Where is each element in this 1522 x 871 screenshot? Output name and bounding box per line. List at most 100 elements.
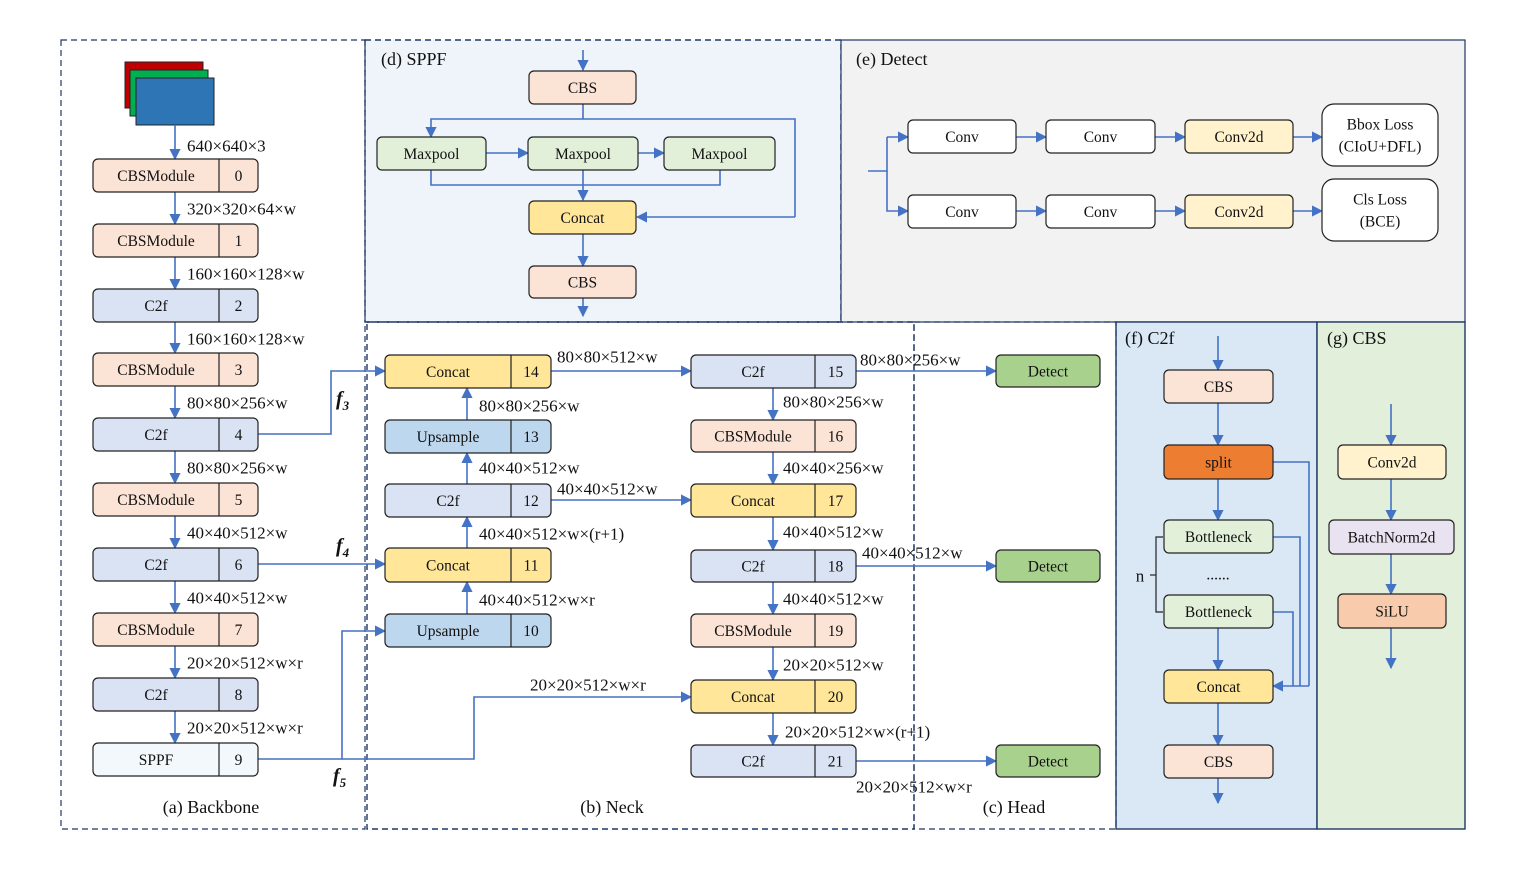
backbone-layer-7-box xyxy=(92,612,259,647)
c2f-concat: Concat xyxy=(1163,669,1274,704)
sppf-maxpool-3-label: Maxpool xyxy=(692,146,748,163)
connection-lines xyxy=(169,50,1397,805)
cbs-silu-box xyxy=(1337,593,1447,629)
backbone-dim-7: 20×20×512×w×r xyxy=(187,654,303,673)
input-dim: 640×640×3 xyxy=(187,137,266,156)
detect-conv-1b: Conv xyxy=(1045,119,1156,154)
dim-10-11: 40×40×512×w×r xyxy=(479,591,595,610)
cbs-conv2d: Conv2d xyxy=(1337,444,1447,480)
bbox-loss: Bbox Loss(CIoU+DFL) xyxy=(1321,103,1439,167)
detect-conv2d-1-box xyxy=(1184,119,1294,154)
neck-node-16-name: CBSModule xyxy=(714,429,792,446)
backbone-layer-4-index: 4 xyxy=(235,427,243,444)
backbone-layer-4-box xyxy=(92,417,259,452)
c2f-split-box xyxy=(1163,444,1274,480)
neck-node-14-index: 14 xyxy=(523,364,539,381)
cbs-conv2d-box xyxy=(1337,444,1447,480)
detect-conv-2a: Conv xyxy=(907,194,1017,229)
detect-conv-1b-label: Conv xyxy=(1084,129,1118,146)
sppf-cbs-bottom-label: CBS xyxy=(568,275,597,292)
neck-node-12-box xyxy=(384,483,552,518)
head-detect-2-label: Detect xyxy=(1028,559,1069,576)
dim-19-20: 20×20×512×w xyxy=(783,656,884,675)
backbone-layer-0-name: CBSModule xyxy=(117,168,195,185)
dim-15-detect: 80×80×256×w xyxy=(860,351,961,370)
backbone-layer-7-index: 7 xyxy=(235,622,243,639)
backbone-layer-9-index: 9 xyxy=(235,752,243,769)
backbone-layer-2-box xyxy=(92,288,259,323)
section-title-sppf: (d) SPPF xyxy=(381,49,447,70)
dim-13-14: 80×80×256×w xyxy=(479,397,580,416)
sppf-cbs-top-box xyxy=(528,70,637,105)
backbone-layer-4: C2f 4 xyxy=(92,417,259,452)
neck-node-13-index: 13 xyxy=(523,429,539,446)
neck-node-15-index: 15 xyxy=(828,364,844,381)
detect-conv2d-2-box xyxy=(1184,194,1294,229)
backbone-layer-0-box xyxy=(92,158,259,193)
detect-conv-1a-label: Conv xyxy=(945,129,979,146)
dim-15-16: 80×80×256×w xyxy=(783,393,884,412)
neck-node-20-index: 20 xyxy=(828,689,844,706)
detect-conv-2b-label: Conv xyxy=(1084,204,1118,221)
c2f-cbs-top-label: CBS xyxy=(1204,379,1233,396)
neck-node-21-index: 21 xyxy=(828,754,844,771)
c2f-bottleneck-n-box xyxy=(1163,594,1274,629)
head-detect-1-box xyxy=(995,354,1101,388)
feature-f4: f4 xyxy=(336,535,350,560)
detect-conv2d-1: Conv2d xyxy=(1184,119,1294,154)
backbone-dim-6: 40×40×512×w xyxy=(187,589,288,608)
section-title-cbs: (g) CBS xyxy=(1327,328,1387,349)
neck-node-20-name: Concat xyxy=(731,689,776,706)
backbone-layer-4-name: C2f xyxy=(144,427,168,444)
backbone-dim-5: 40×40×512×w xyxy=(187,524,288,543)
backbone-layer-8-box xyxy=(92,677,259,712)
backbone-layer-3-box xyxy=(92,352,259,387)
backbone-layer-9: SPPF 9 xyxy=(92,742,259,777)
detect-conv-1a: Conv xyxy=(907,119,1017,154)
neck-node-11-index: 11 xyxy=(524,558,539,575)
neck-node-14-box xyxy=(384,354,552,389)
backbone-layer-8-name: C2f xyxy=(144,687,168,704)
feature-f5: f5 xyxy=(333,765,347,790)
backbone-layer-9-name: SPPF xyxy=(139,752,174,769)
sppf-maxpool-3-box xyxy=(663,136,776,171)
backbone-layer-5-index: 5 xyxy=(235,492,243,509)
c2f-cbs-bottom-box xyxy=(1163,744,1274,779)
dim-11-12: 40×40×512×w×(r+1) xyxy=(479,525,624,544)
backbone-layer-2-index: 2 xyxy=(235,298,243,315)
sppf-cbs-bottom-box xyxy=(528,265,637,299)
bbox-loss-detail: (CIoU+DFL) xyxy=(1339,139,1422,156)
neck-node-11-name: Concat xyxy=(426,558,471,575)
backbone-layer-7-name: CBSModule xyxy=(117,622,195,639)
backbone-panel xyxy=(60,39,366,830)
neck-node-12-name: C2f xyxy=(436,493,460,510)
backbone-layer-1-box xyxy=(92,223,259,258)
backbone-dim-8: 20×20×512×w×r xyxy=(187,719,303,738)
dim-16-17: 40×40×256×w xyxy=(783,459,884,478)
detect-conv2d-2: Conv2d xyxy=(1184,194,1294,229)
c2f-bottleneck-n: Bottleneck xyxy=(1163,594,1274,629)
neck-node-10-box xyxy=(384,613,552,648)
input-image-icon xyxy=(124,61,215,126)
cbs-batchnorm-label: BatchNorm2d xyxy=(1348,530,1436,547)
neck-node-19-name: CBSModule xyxy=(714,623,792,640)
neck-node-18-index: 18 xyxy=(828,559,844,576)
head-detect-1: Detect xyxy=(995,354,1101,388)
detect-conv-2a-box xyxy=(907,194,1017,229)
head-detect-3-box xyxy=(995,744,1101,778)
detect-conv-1a-box xyxy=(907,119,1017,154)
backbone-layer-6-box xyxy=(92,547,259,582)
cls-loss-detail: (BCE) xyxy=(1360,214,1400,231)
c2f-bottleneck-1-label: Bottleneck xyxy=(1185,529,1252,546)
sppf-maxpool-2: Maxpool xyxy=(527,136,639,171)
detect-conv-2a-label: Conv xyxy=(945,204,979,221)
neck-node-20: Concat 20 xyxy=(690,679,857,714)
